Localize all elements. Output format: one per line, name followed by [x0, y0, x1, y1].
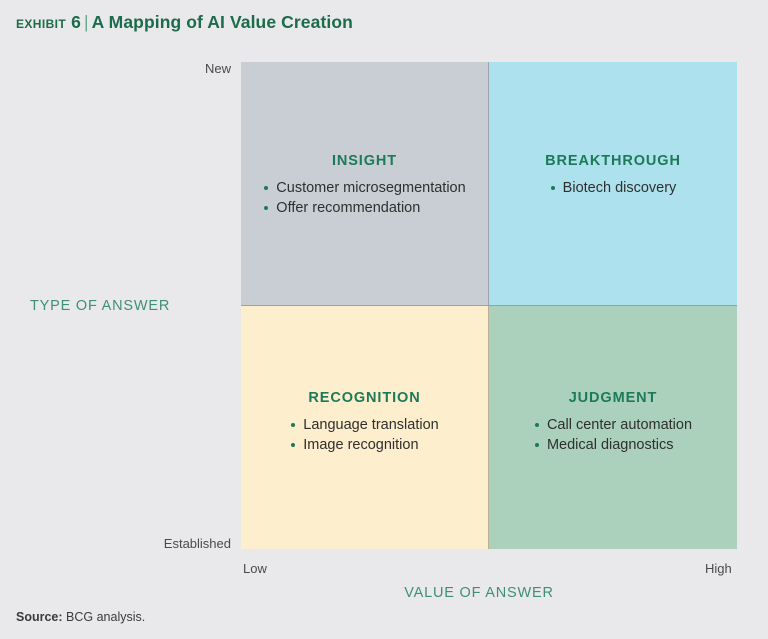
quadrant-title-judgment: JUDGMENT [568, 389, 658, 406]
list-item: Customer microsegmentation [263, 178, 466, 198]
y-axis-tick-new: New [204, 61, 231, 76]
quadrant-chart: INSIGHT Customer microsegmentation Offer… [241, 62, 737, 549]
exhibit-label: Exhibit [16, 12, 67, 32]
exhibit-number: 6 [71, 12, 81, 32]
title-text: A Mapping of AI Value Creation [91, 12, 353, 32]
list-item: Language translation [290, 415, 439, 435]
list-item: Medical diagnostics [534, 435, 692, 455]
list-item: Biotech discovery [550, 178, 676, 198]
quadrant-title-insight: INSIGHT [331, 153, 398, 169]
list-item: Image recognition [290, 435, 438, 455]
title-separator: | [83, 12, 89, 32]
quadrant-recognition: RECOGNITION Language translation Image r… [241, 305, 489, 549]
quadrant-judgment: JUDGMENT Call center automation Medical … [489, 305, 737, 549]
quadrant-breakthrough: BREAKTHROUGH Biotech discovery [489, 62, 737, 306]
x-axis-title: VALUE OF ANSWER [404, 585, 554, 601]
source-text: BCG analysis. [66, 610, 146, 624]
quadrant-insight: INSIGHT Customer microsegmentation Offer… [241, 62, 489, 306]
source-label: Source: [16, 610, 63, 624]
quadrant-item-list: Biotech discovery [550, 178, 676, 198]
y-axis-tick-established: Established [163, 536, 231, 551]
list-item: Offer recommendation [263, 198, 465, 218]
y-axis-title: TYPE OF ANSWER [30, 298, 171, 314]
quadrant-item-list: Language translation Image recognition [290, 415, 439, 455]
list-item: Call center automation [534, 415, 692, 435]
x-axis-tick-low: Low [243, 561, 267, 576]
quadrant-item-list: Call center automation Medical diagnosti… [534, 415, 692, 455]
quadrant-title-recognition: RECOGNITION [308, 389, 421, 406]
quadrant-item-list: Customer microsegmentation Offer recomme… [263, 178, 466, 218]
page-title: Exhibit 6|A Mapping of AI Value Creation [16, 12, 353, 33]
quadrant-title-breakthrough: BREAKTHROUGH [545, 153, 681, 169]
x-axis-tick-high: High [705, 561, 732, 576]
source-note: Source: BCG analysis. [16, 610, 145, 624]
